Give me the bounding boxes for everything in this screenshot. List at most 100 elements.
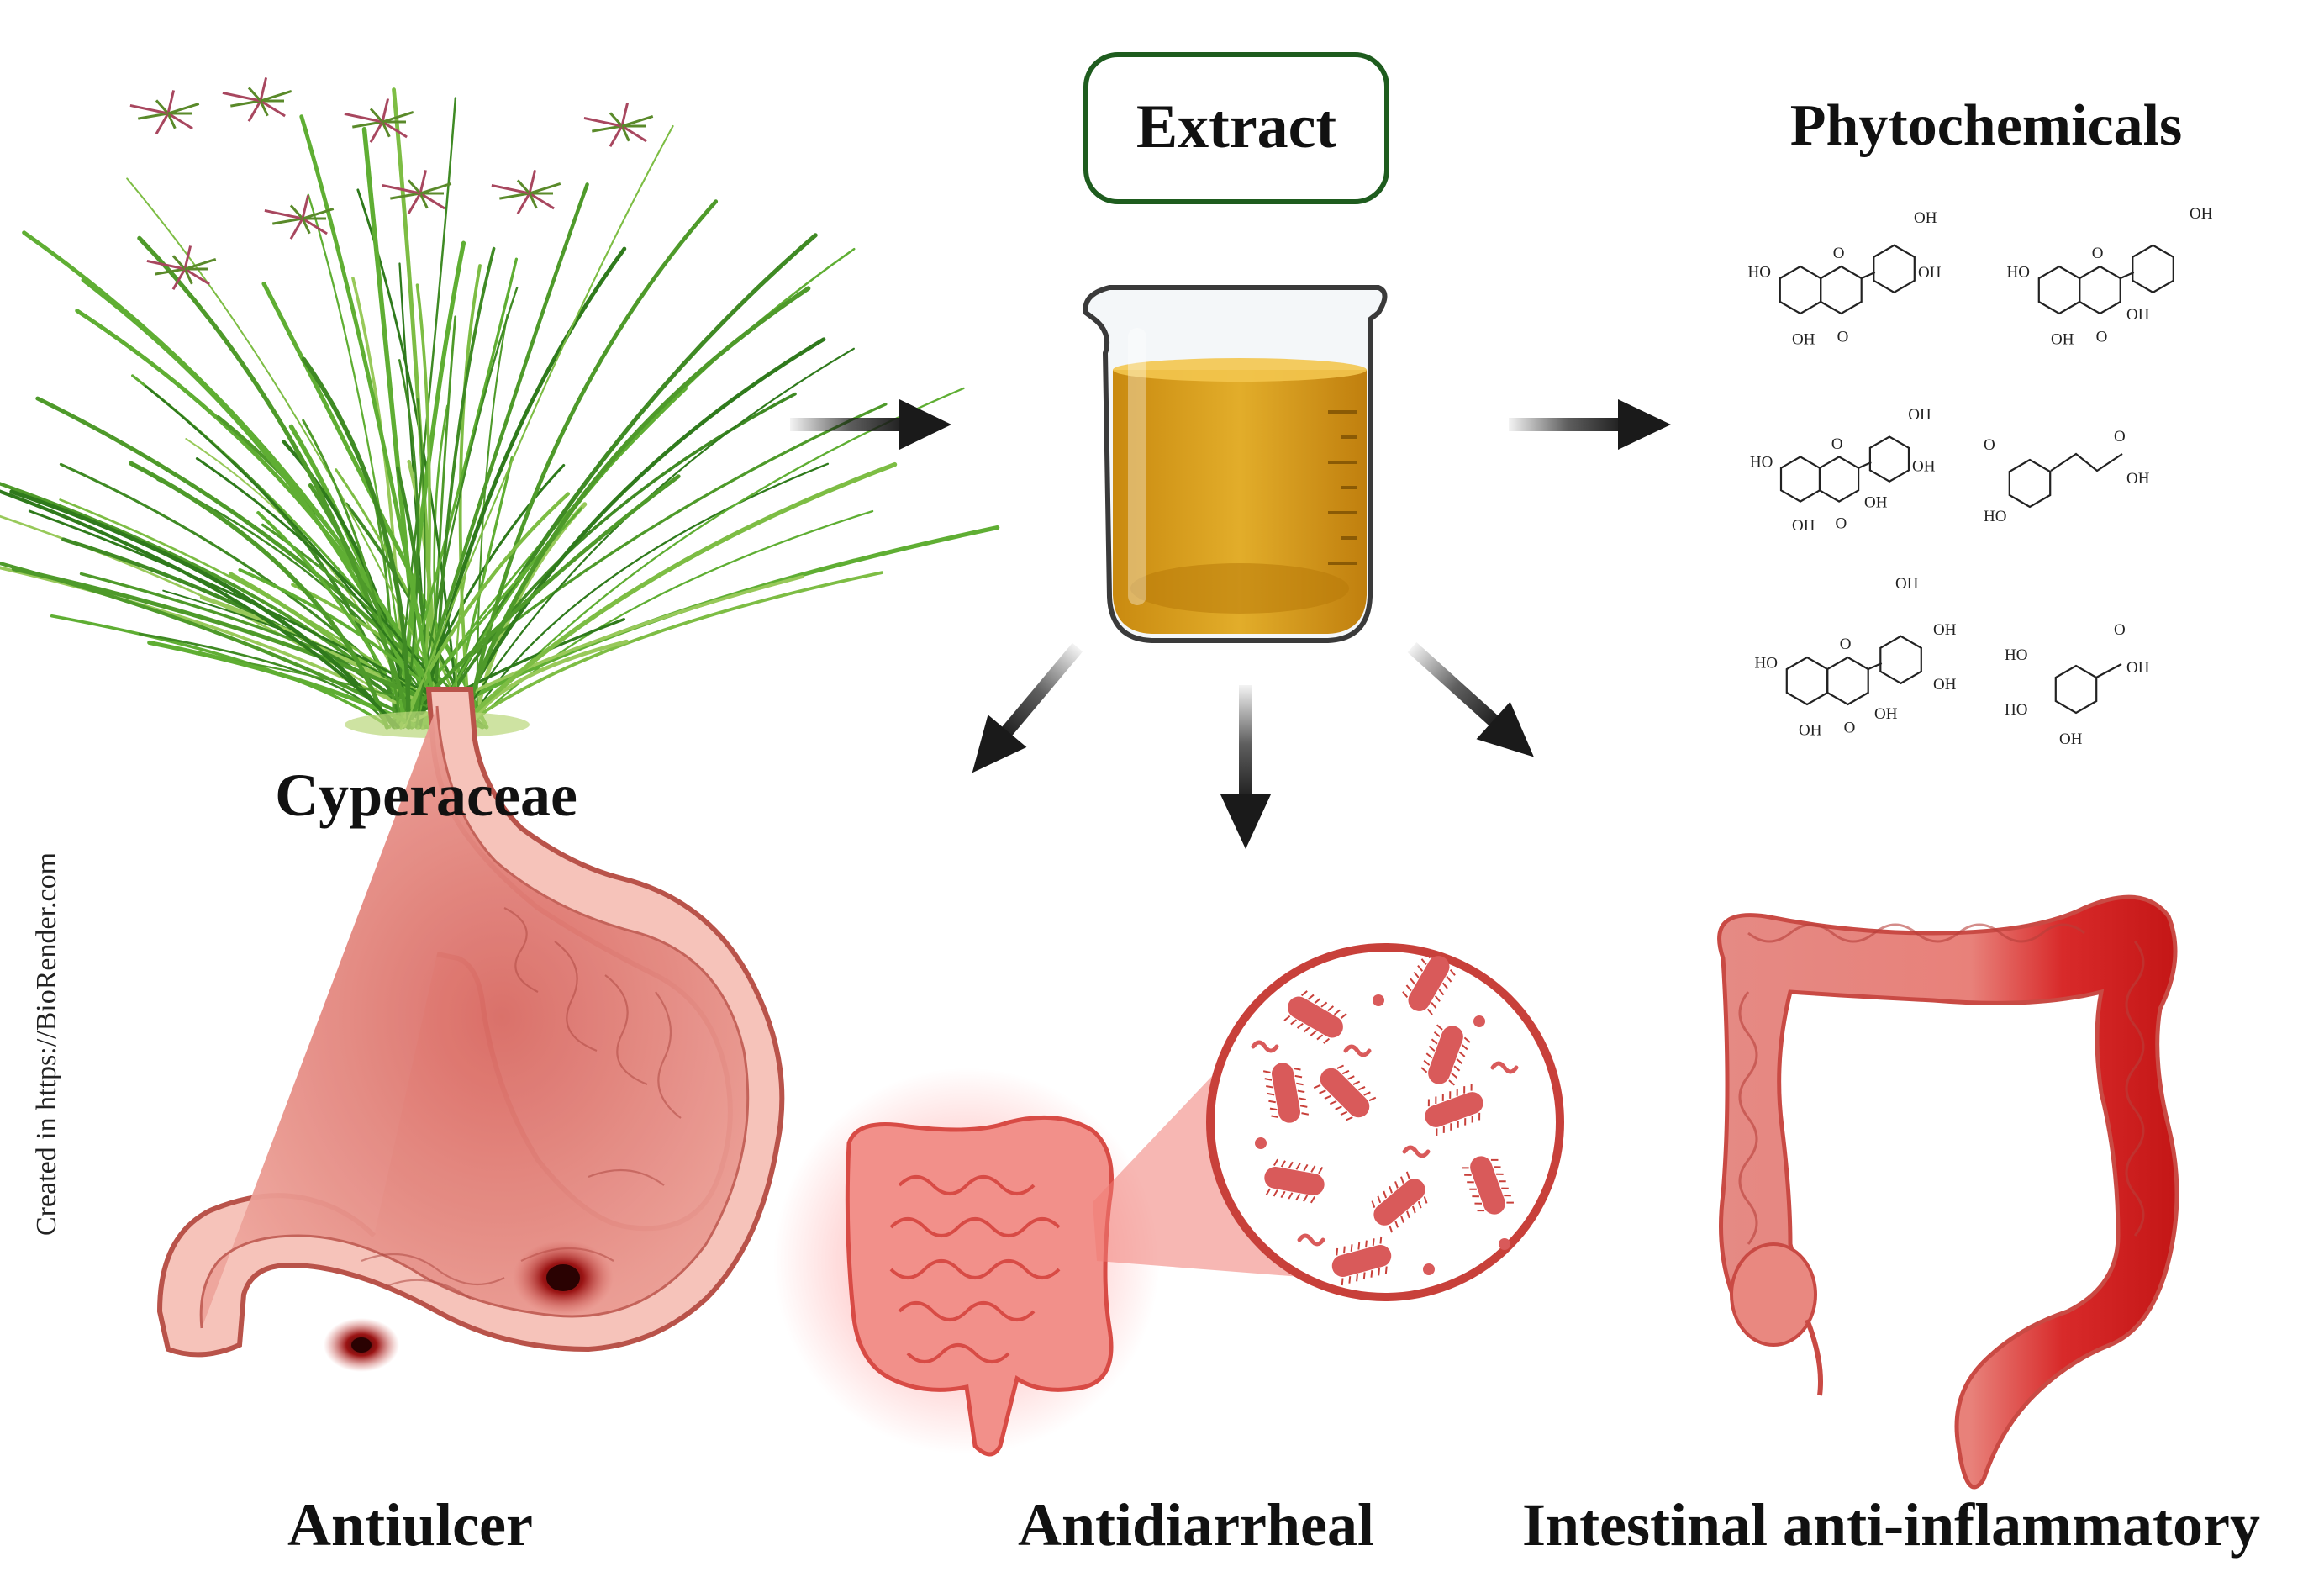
arrow-plant-to-extract — [790, 399, 951, 450]
atom-label: O — [1833, 245, 1845, 262]
atom-label: O — [1844, 720, 1856, 737]
atom-label: OH — [2051, 330, 2074, 348]
bacterium-spiral — [1343, 1044, 1372, 1057]
bacterium-coccus — [1255, 1137, 1267, 1149]
spikelet — [528, 170, 537, 194]
atom-label: HO — [1755, 655, 1778, 672]
grass-blade — [461, 571, 883, 729]
spikelet — [419, 170, 428, 194]
spikelet — [260, 89, 292, 103]
spikelet — [352, 120, 383, 129]
atom-label: O — [2096, 329, 2108, 346]
spikelet — [247, 100, 262, 122]
spikelet — [167, 102, 200, 115]
bacterium-rod — [1264, 1158, 1325, 1204]
grass-blade — [392, 87, 440, 730]
atom-label: O — [1984, 436, 1995, 454]
grass-blade — [302, 419, 403, 729]
spikelet — [264, 208, 303, 220]
spikelet — [129, 103, 169, 115]
atom-label: OH — [1874, 705, 1898, 723]
grass-blade — [404, 124, 674, 729]
spikelet — [528, 193, 538, 209]
bacterium-coccus — [1423, 1263, 1435, 1275]
arrow-extract-to-anti-inflammatory — [1407, 642, 1534, 757]
arrow-extract-to-phytochemicals — [1509, 399, 1671, 450]
spikelet — [382, 183, 421, 195]
grass-blade — [458, 264, 482, 729]
spikelet — [419, 182, 452, 195]
arrow-extract-to-antiulcer — [972, 642, 1083, 773]
atom-label: O — [1831, 435, 1843, 453]
spikelet — [183, 245, 192, 270]
grass-blade — [145, 385, 452, 729]
grass-blade — [129, 461, 390, 730]
grass-blade — [301, 356, 411, 730]
spikelet — [289, 204, 304, 220]
grass-blade — [394, 257, 519, 729]
atom-label: OH — [1918, 264, 1942, 282]
spikelet — [621, 114, 654, 128]
cyperaceae-label: Cyperaceae — [275, 762, 577, 829]
spikelet — [516, 179, 531, 195]
spikelet — [609, 112, 624, 128]
antiulcer-label: Antiulcer — [287, 1491, 533, 1559]
atom-label: O — [2092, 245, 2104, 262]
spikelet — [230, 99, 261, 108]
spikelet — [272, 217, 303, 225]
bacterium-rod — [1462, 1156, 1514, 1215]
spikelet — [390, 192, 421, 200]
spikelet — [491, 183, 530, 195]
spikelet — [247, 87, 262, 103]
spikelet — [419, 193, 429, 209]
grass-blade — [471, 502, 588, 730]
grass-blade — [458, 286, 811, 730]
spikelet — [260, 99, 286, 118]
beaker-illustration — [1083, 285, 1388, 643]
grass-blade — [469, 509, 874, 729]
spikelet — [146, 259, 186, 271]
grass-blade — [476, 314, 509, 729]
spikelet — [289, 218, 304, 240]
spikelet — [382, 120, 408, 139]
spikelet — [259, 77, 268, 102]
atom-label: OH — [1799, 721, 1822, 739]
grass-blade — [408, 182, 589, 730]
spikelet — [155, 267, 186, 276]
grass-blade — [0, 566, 443, 729]
spikelet — [369, 108, 384, 124]
grass-blade — [199, 594, 457, 730]
spikelet — [381, 98, 390, 123]
spikelet — [407, 193, 422, 214]
bacterium-rod — [1283, 990, 1347, 1044]
spikelet — [302, 207, 335, 220]
spikelet — [621, 124, 647, 143]
bacterium-rod — [1313, 1064, 1377, 1121]
bacterium-coccus — [1473, 1015, 1485, 1027]
atom-label: HO — [1984, 508, 2006, 525]
spikelet — [529, 182, 561, 195]
spikelet — [222, 91, 261, 103]
bacterium-rod — [1425, 1084, 1483, 1136]
spikelet — [155, 113, 170, 134]
spikelet — [184, 267, 210, 286]
spikelet — [166, 113, 177, 129]
atom-label: OH — [1912, 458, 1936, 476]
atom-label: OH — [2126, 306, 2150, 324]
grass-blade — [0, 489, 400, 730]
spikelet — [369, 121, 384, 143]
atom-label: OH — [1792, 330, 1815, 348]
atom-label: O — [1835, 515, 1847, 533]
spikelet — [301, 195, 310, 219]
bacterium-spiral — [1251, 1040, 1279, 1053]
spikelet — [609, 125, 624, 147]
grass-blade — [0, 561, 428, 730]
bacterium-rod — [1371, 1171, 1428, 1233]
bacterium-coccus — [1373, 994, 1384, 1006]
atom-label: OH — [1792, 517, 1815, 535]
stomach-illustration — [156, 687, 785, 1372]
